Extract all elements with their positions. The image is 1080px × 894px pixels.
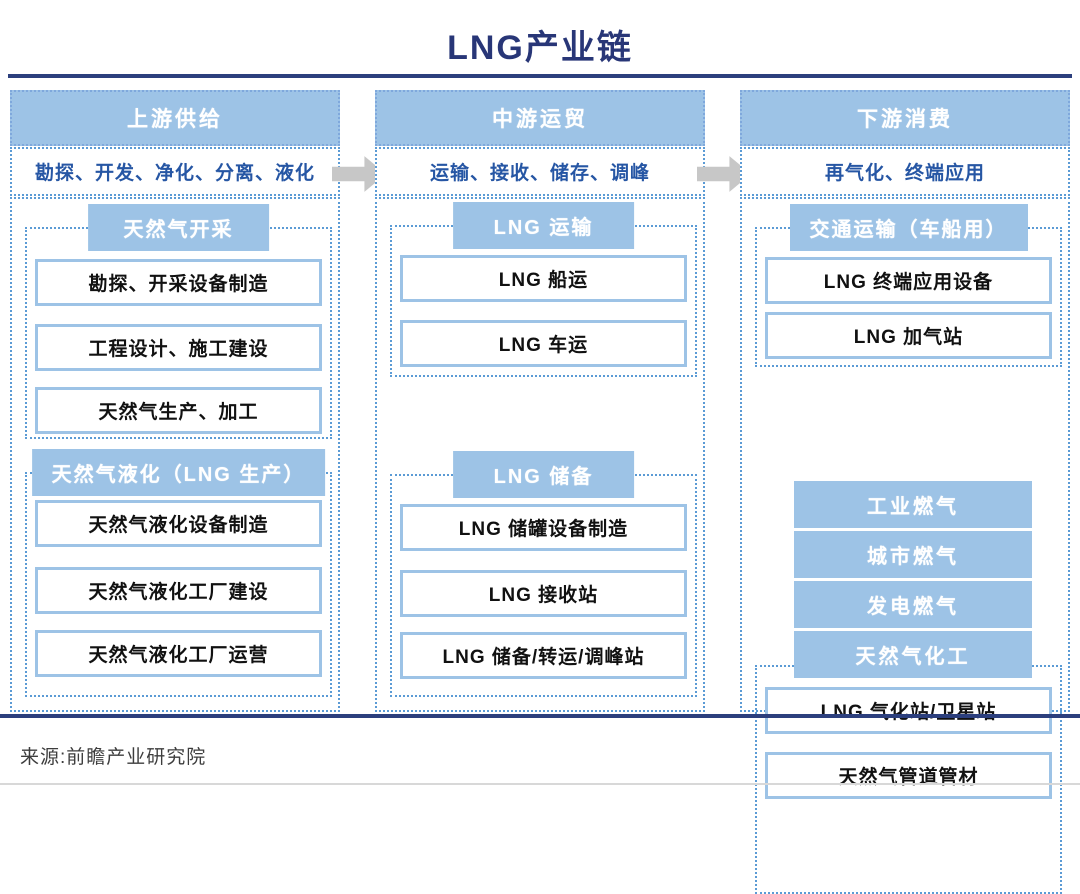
group-transport-use-header: 交通运输（车船用） [789,204,1028,251]
chain-item: 勘探、开采设备制造 [35,259,322,306]
column-midstream: 中游运贸 运输、接收、储存、调峰 LNG 运输 LNG 船运 LNG 车运 LN… [375,90,705,712]
group-lng-transport-header: LNG 运输 [452,202,635,249]
chain-item: 天然气液化工厂建设 [35,567,322,614]
group-gas-chemical: LNG 气化站/卫星站 天然气管道管材 [755,665,1062,894]
chain-item: LNG 储罐设备制造 [400,504,687,551]
chain-item: LNG 终端应用设备 [765,257,1052,304]
column-downstream-subtitle: 再气化、终端应用 [740,147,1070,196]
source-credit: 来源:前瞻产业研究院 [20,747,207,768]
stack-box-industrial-gas: 工业燃气 [794,481,1032,528]
column-downstream: 下游消费 再气化、终端应用 交通运输（车船用） LNG 终端应用设备 LNG 加… [740,90,1070,894]
chain-item: LNG 储备/转运/调峰站 [400,632,687,679]
column-upstream: 上游供给 勘探、开发、净化、分离、液化 天然气开采 勘探、开采设备制造 工程设计… [10,90,340,712]
column-downstream-body: 交通运输（车船用） LNG 终端应用设备 LNG 加气站 LNG 气化站/卫星站… [740,197,1070,894]
downstream-fuel-stack: 工业燃气 城市燃气 发电燃气 天然气化工 [794,481,1032,678]
column-midstream-header: 中游运贸 [375,90,705,146]
chain-item: 天然气液化工厂运营 [35,630,322,677]
column-midstream-body: LNG 运输 LNG 船运 LNG 车运 LNG 储备 LNG 储罐设备制造 L… [375,197,705,712]
chain-item: 天然气液化设备制造 [35,500,322,547]
title-divider-line [8,74,1072,78]
stack-box-gas-chemical: 天然气化工 [794,631,1032,678]
chain-item: LNG 接收站 [400,570,687,617]
chain-item: LNG 加气站 [765,312,1052,359]
column-upstream-body: 天然气开采 勘探、开采设备制造 工程设计、施工建设 天然气生产、加工 天然气液化… [10,197,340,712]
chain-item: 工程设计、施工建设 [35,324,322,371]
stack-box-city-gas: 城市燃气 [794,531,1032,578]
chain-item: 天然气管道管材 [765,752,1052,799]
column-downstream-header: 下游消费 [740,90,1070,146]
group-gas-extraction-header: 天然气开采 [87,204,270,251]
page-bottom-edge [0,783,1080,785]
chain-item: LNG 气化站/卫星站 [765,687,1052,734]
page-title: LNG产业链 [447,29,633,67]
group-transport-use: 交通运输（车船用） LNG 终端应用设备 LNG 加气站 [755,204,1062,367]
group-gas-liquefaction: 天然气液化（LNG 生产） 天然气液化设备制造 天然气液化工厂建设 天然气液化工… [25,449,332,697]
footer-divider-line [0,714,1080,718]
group-lng-storage: LNG 储备 LNG 储罐设备制造 LNG 接收站 LNG 储备/转运/调峰站 [390,451,697,697]
chain-item: LNG 车运 [400,320,687,367]
group-gas-liquefaction-header: 天然气液化（LNG 生产） [31,449,326,496]
group-lng-storage-header: LNG 储备 [452,451,635,498]
column-midstream-subtitle: 运输、接收、储存、调峰 [375,147,705,196]
group-lng-transport: LNG 运输 LNG 船运 LNG 车运 [390,202,697,377]
chain-item: 天然气生产、加工 [35,387,322,434]
group-gas-extraction: 天然气开采 勘探、开采设备制造 工程设计、施工建设 天然气生产、加工 [25,204,332,439]
stack-box-power-gas: 发电燃气 [794,581,1032,628]
chain-item: LNG 船运 [400,255,687,302]
column-upstream-header: 上游供给 [10,90,340,146]
column-upstream-subtitle: 勘探、开发、净化、分离、液化 [10,147,340,196]
